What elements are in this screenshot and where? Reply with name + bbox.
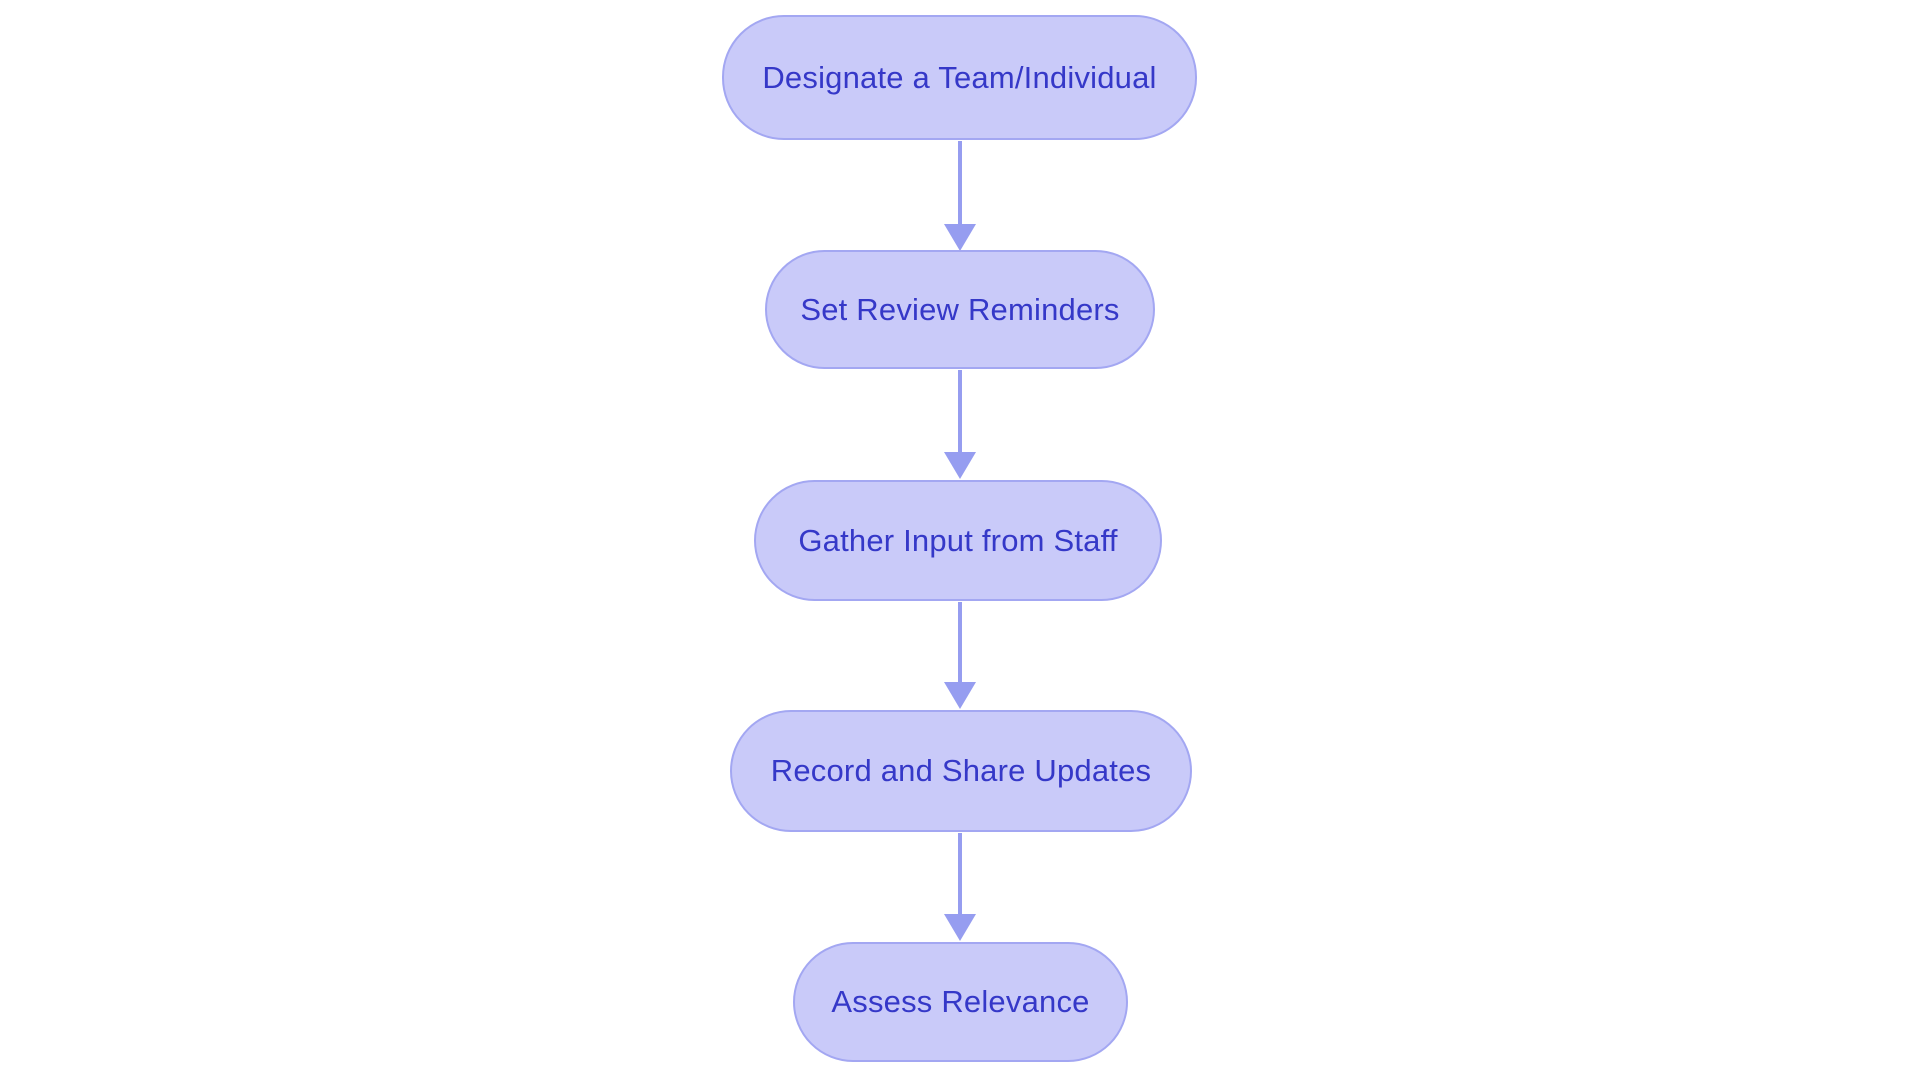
- arrow-head-icon: [944, 914, 976, 941]
- arrow-connector-1: [944, 141, 976, 251]
- node-label: Set Review Reminders: [800, 291, 1120, 327]
- node-label: Gather Input from Staff: [798, 522, 1118, 558]
- node-gather-input-from-staff: Gather Input from Staff: [754, 480, 1162, 601]
- node-label: Designate a Team/Individual: [762, 59, 1157, 95]
- arrow-stem: [958, 370, 962, 453]
- arrow-head-icon: [944, 452, 976, 479]
- node-record-and-share-updates: Record and Share Updates: [730, 710, 1192, 832]
- arrow-stem: [958, 602, 962, 683]
- arrow-stem: [958, 833, 962, 915]
- arrow-head-icon: [944, 682, 976, 709]
- node-set-review-reminders: Set Review Reminders: [765, 250, 1155, 369]
- arrow-head-icon: [944, 224, 976, 251]
- arrow-connector-3: [944, 602, 976, 709]
- arrow-connector-2: [944, 370, 976, 479]
- node-assess-relevance: Assess Relevance: [793, 942, 1128, 1062]
- node-label: Assess Relevance: [831, 984, 1090, 1019]
- node-label: Record and Share Updates: [770, 753, 1152, 788]
- node-designate-team-individual: Designate a Team/Individual: [722, 15, 1197, 140]
- arrow-connector-4: [944, 833, 976, 941]
- arrow-stem: [958, 141, 962, 225]
